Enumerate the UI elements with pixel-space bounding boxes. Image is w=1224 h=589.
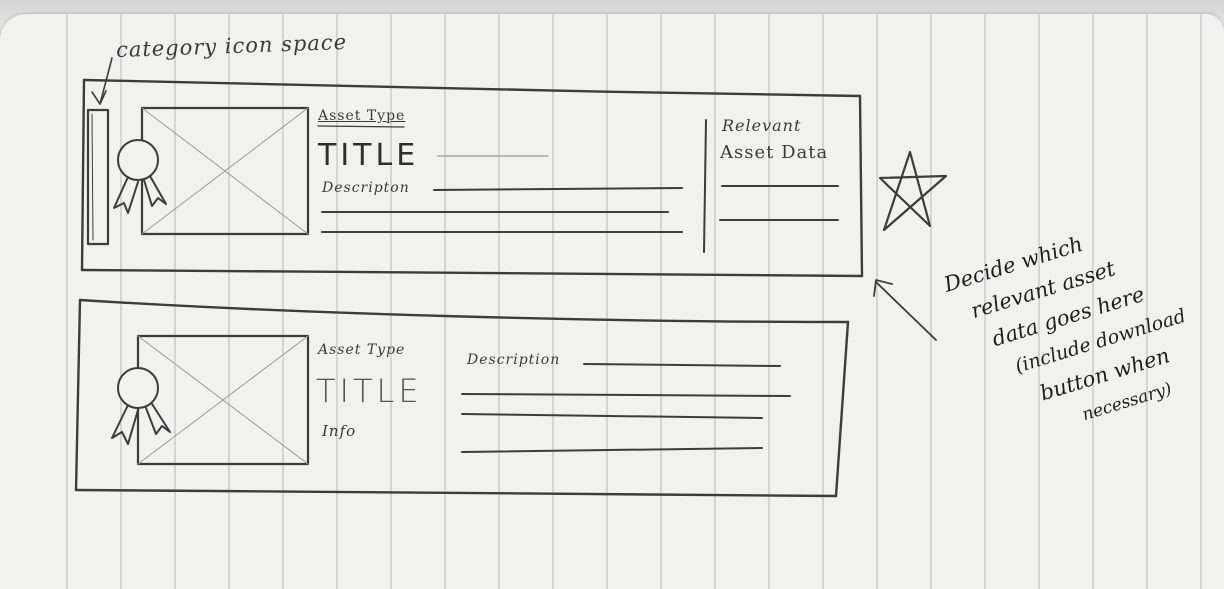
card-standard-desc-lines (461, 363, 791, 453)
image-placeholder-icon-2 (136, 334, 310, 466)
award-ribbon-icon-2 (111, 367, 171, 445)
relevant-data-panel (703, 119, 839, 253)
card-standard-description-label: Description (467, 352, 561, 368)
image-placeholder-icon (140, 106, 310, 236)
card-featured-desc-lines (317, 125, 683, 233)
relevant-data-label-line1: Relevant (722, 116, 802, 135)
star-icon[interactable] (878, 150, 948, 232)
card-standard-asset-type: Asset Type (318, 342, 406, 358)
note-pointer-arrow (873, 279, 937, 341)
card-featured-title[interactable]: TITLE (318, 138, 420, 173)
card-standard-info-label: Info (322, 422, 357, 440)
card-featured-description-label: Descripton (322, 180, 410, 196)
card-standard-frame (74, 298, 850, 498)
card-featured-frame (80, 78, 864, 278)
notebook-paper (0, 14, 1224, 589)
category-icon-space (86, 108, 110, 246)
card-featured-asset-type: Asset Type (318, 108, 406, 124)
card-standard-title[interactable]: TITLE (316, 372, 423, 410)
relevant-data-label-line2: Asset Data (720, 142, 829, 163)
award-ribbon-icon (113, 139, 167, 214)
